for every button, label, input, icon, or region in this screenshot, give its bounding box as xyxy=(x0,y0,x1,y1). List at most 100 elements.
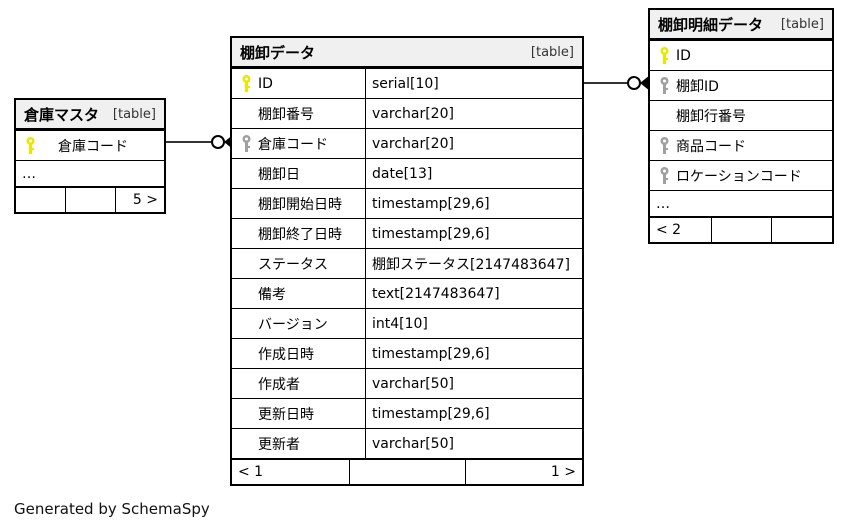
column-name: バージョン xyxy=(258,316,328,333)
column-type: timestamp[29,6] xyxy=(365,339,582,368)
table-inventory-data[interactable]: 棚卸データ [table] ID serial[10] xyxy=(230,36,584,486)
generator-caption: Generated by SchemaSpy xyxy=(14,500,210,518)
table-row[interactable]: 備考 text[2147483647] xyxy=(232,278,582,308)
column-name: 棚卸開始日時 xyxy=(258,196,342,213)
column-name-cell: 更新日時 xyxy=(232,399,365,428)
primary-key-icon xyxy=(656,46,672,65)
table-header: 倉庫マスタ [table] xyxy=(16,100,164,130)
column-name-cell: ロケーションコード xyxy=(650,161,832,190)
column-name-cell: 棚卸行番号 xyxy=(650,101,832,130)
column-type: varchar[50] xyxy=(365,429,582,458)
column-name-cell: ID xyxy=(232,69,365,98)
column-name: 備考 xyxy=(258,286,286,303)
cardinality-zero-icon xyxy=(211,135,225,149)
column-type: serial[10] xyxy=(365,69,582,98)
column-type: timestamp[29,6] xyxy=(365,219,582,248)
table-row[interactable]: 作成者 varchar[50] xyxy=(232,368,582,398)
table-row[interactable]: ID serial[10] xyxy=(232,68,582,98)
column-name: ID xyxy=(676,47,691,64)
column-type: varchar[50] xyxy=(365,369,582,398)
column-name: 棚卸行番号 xyxy=(676,108,746,125)
column-name-cell: 備考 xyxy=(232,279,365,308)
table-row[interactable]: 更新者 varchar[50] xyxy=(232,428,582,458)
more-columns-indicator: … xyxy=(16,160,164,186)
table-type-tag: [table] xyxy=(530,44,574,60)
foreign-key-icon xyxy=(238,134,254,153)
column-type: timestamp[29,6] xyxy=(365,399,582,428)
column-name: 作成者 xyxy=(258,376,300,393)
column-type: varchar[20] xyxy=(365,99,582,128)
column-name: 商品コード xyxy=(676,138,746,155)
column-name: 棚卸日 xyxy=(258,166,300,183)
column-name-cell: バージョン xyxy=(232,309,365,338)
footer-next-cell[interactable]: 1 > xyxy=(465,460,582,484)
column-type: int4[10] xyxy=(365,309,582,338)
column-name-cell: ステータス xyxy=(232,249,365,278)
column-name-cell: 作成日時 xyxy=(232,339,365,368)
crowsfoot-many-icon xyxy=(640,75,650,91)
column-name: 作成日時 xyxy=(258,346,314,363)
primary-key-icon xyxy=(22,136,38,155)
column-name-cell: 作成者 xyxy=(232,369,365,398)
table-row[interactable]: 棚卸行番号 xyxy=(650,100,832,130)
column-name-cell: 棚卸開始日時 xyxy=(232,189,365,218)
table-row[interactable]: 棚卸開始日時 timestamp[29,6] xyxy=(232,188,582,218)
table-header: 棚卸データ [table] xyxy=(232,38,582,68)
table-row[interactable]: 倉庫コード varchar[20] xyxy=(232,128,582,158)
table-row[interactable]: ロケーションコード xyxy=(650,160,832,190)
column-name: 更新者 xyxy=(258,436,300,453)
table-title: 倉庫マスタ xyxy=(24,105,100,124)
table-row[interactable]: 作成日時 timestamp[29,6] xyxy=(232,338,582,368)
column-name: ステータス xyxy=(258,256,328,273)
column-name: ロケーションコード xyxy=(676,168,802,185)
foreign-key-icon xyxy=(656,166,672,185)
table-footer: < 2 xyxy=(650,216,832,242)
column-name: 棚卸ID xyxy=(676,78,719,95)
table-inventory-detail-data[interactable]: 棚卸明細データ [table] ID xyxy=(648,8,834,244)
foreign-key-icon xyxy=(656,136,672,155)
column-name-cell: 棚卸ID xyxy=(650,71,832,100)
column-type: varchar[20] xyxy=(365,129,582,158)
table-row[interactable]: 棚卸ID xyxy=(650,70,832,100)
foreign-key-icon xyxy=(656,76,672,95)
table-footer: 5 > xyxy=(16,186,164,212)
column-type: timestamp[29,6] xyxy=(365,189,582,218)
table-type-tag: [table] xyxy=(780,16,824,32)
column-name: 倉庫コード xyxy=(258,136,328,153)
table-header: 棚卸明細データ [table] xyxy=(650,10,832,40)
table-footer: < 1 1 > xyxy=(232,458,582,484)
column-name: 棚卸番号 xyxy=(258,106,314,123)
table-row[interactable]: 倉庫コード xyxy=(16,130,164,160)
column-name-cell: 棚卸日 xyxy=(232,159,365,188)
column-name-cell: 更新者 xyxy=(232,429,365,458)
more-columns-indicator: … xyxy=(650,190,832,216)
table-warehouse-master[interactable]: 倉庫マスタ [table] 倉庫コード … 5 > xyxy=(14,98,166,214)
table-row[interactable]: 棚卸日 date[13] xyxy=(232,158,582,188)
column-type: text[2147483647] xyxy=(365,279,582,308)
relationship-inventory-to-detail[interactable] xyxy=(582,67,650,99)
table-row[interactable]: 棚卸番号 varchar[20] xyxy=(232,98,582,128)
table-row[interactable]: 商品コード xyxy=(650,130,832,160)
table-row[interactable]: バージョン int4[10] xyxy=(232,308,582,338)
column-type: date[13] xyxy=(365,159,582,188)
footer-next-cell[interactable]: 5 > xyxy=(114,188,164,212)
footer-prev-cell[interactable]: < 1 xyxy=(238,464,264,480)
column-name-cell: 倉庫コード xyxy=(232,129,365,158)
footer-prev-cell[interactable]: < 2 xyxy=(656,222,682,238)
footer-middle-cell xyxy=(710,218,772,242)
table-title: 棚卸データ xyxy=(240,43,316,62)
footer-next-cell[interactable] xyxy=(771,218,832,242)
relationship-warehouse-to-inventory[interactable] xyxy=(164,126,234,158)
footer-prev-cell[interactable] xyxy=(16,188,65,212)
table-row[interactable]: ID xyxy=(650,40,832,70)
column-name-cell: 倉庫コード xyxy=(16,131,164,160)
table-row[interactable]: 棚卸終了日時 timestamp[29,6] xyxy=(232,218,582,248)
table-row[interactable]: ステータス 棚卸ステータス[2147483647] xyxy=(232,248,582,278)
table-type-tag: [table] xyxy=(112,106,156,122)
column-name-cell: 棚卸番号 xyxy=(232,99,365,128)
table-title: 棚卸明細データ xyxy=(658,15,764,34)
column-name-cell: 商品コード xyxy=(650,131,832,160)
column-name: 倉庫コード xyxy=(58,138,128,155)
table-row[interactable]: 更新日時 timestamp[29,6] xyxy=(232,398,582,428)
